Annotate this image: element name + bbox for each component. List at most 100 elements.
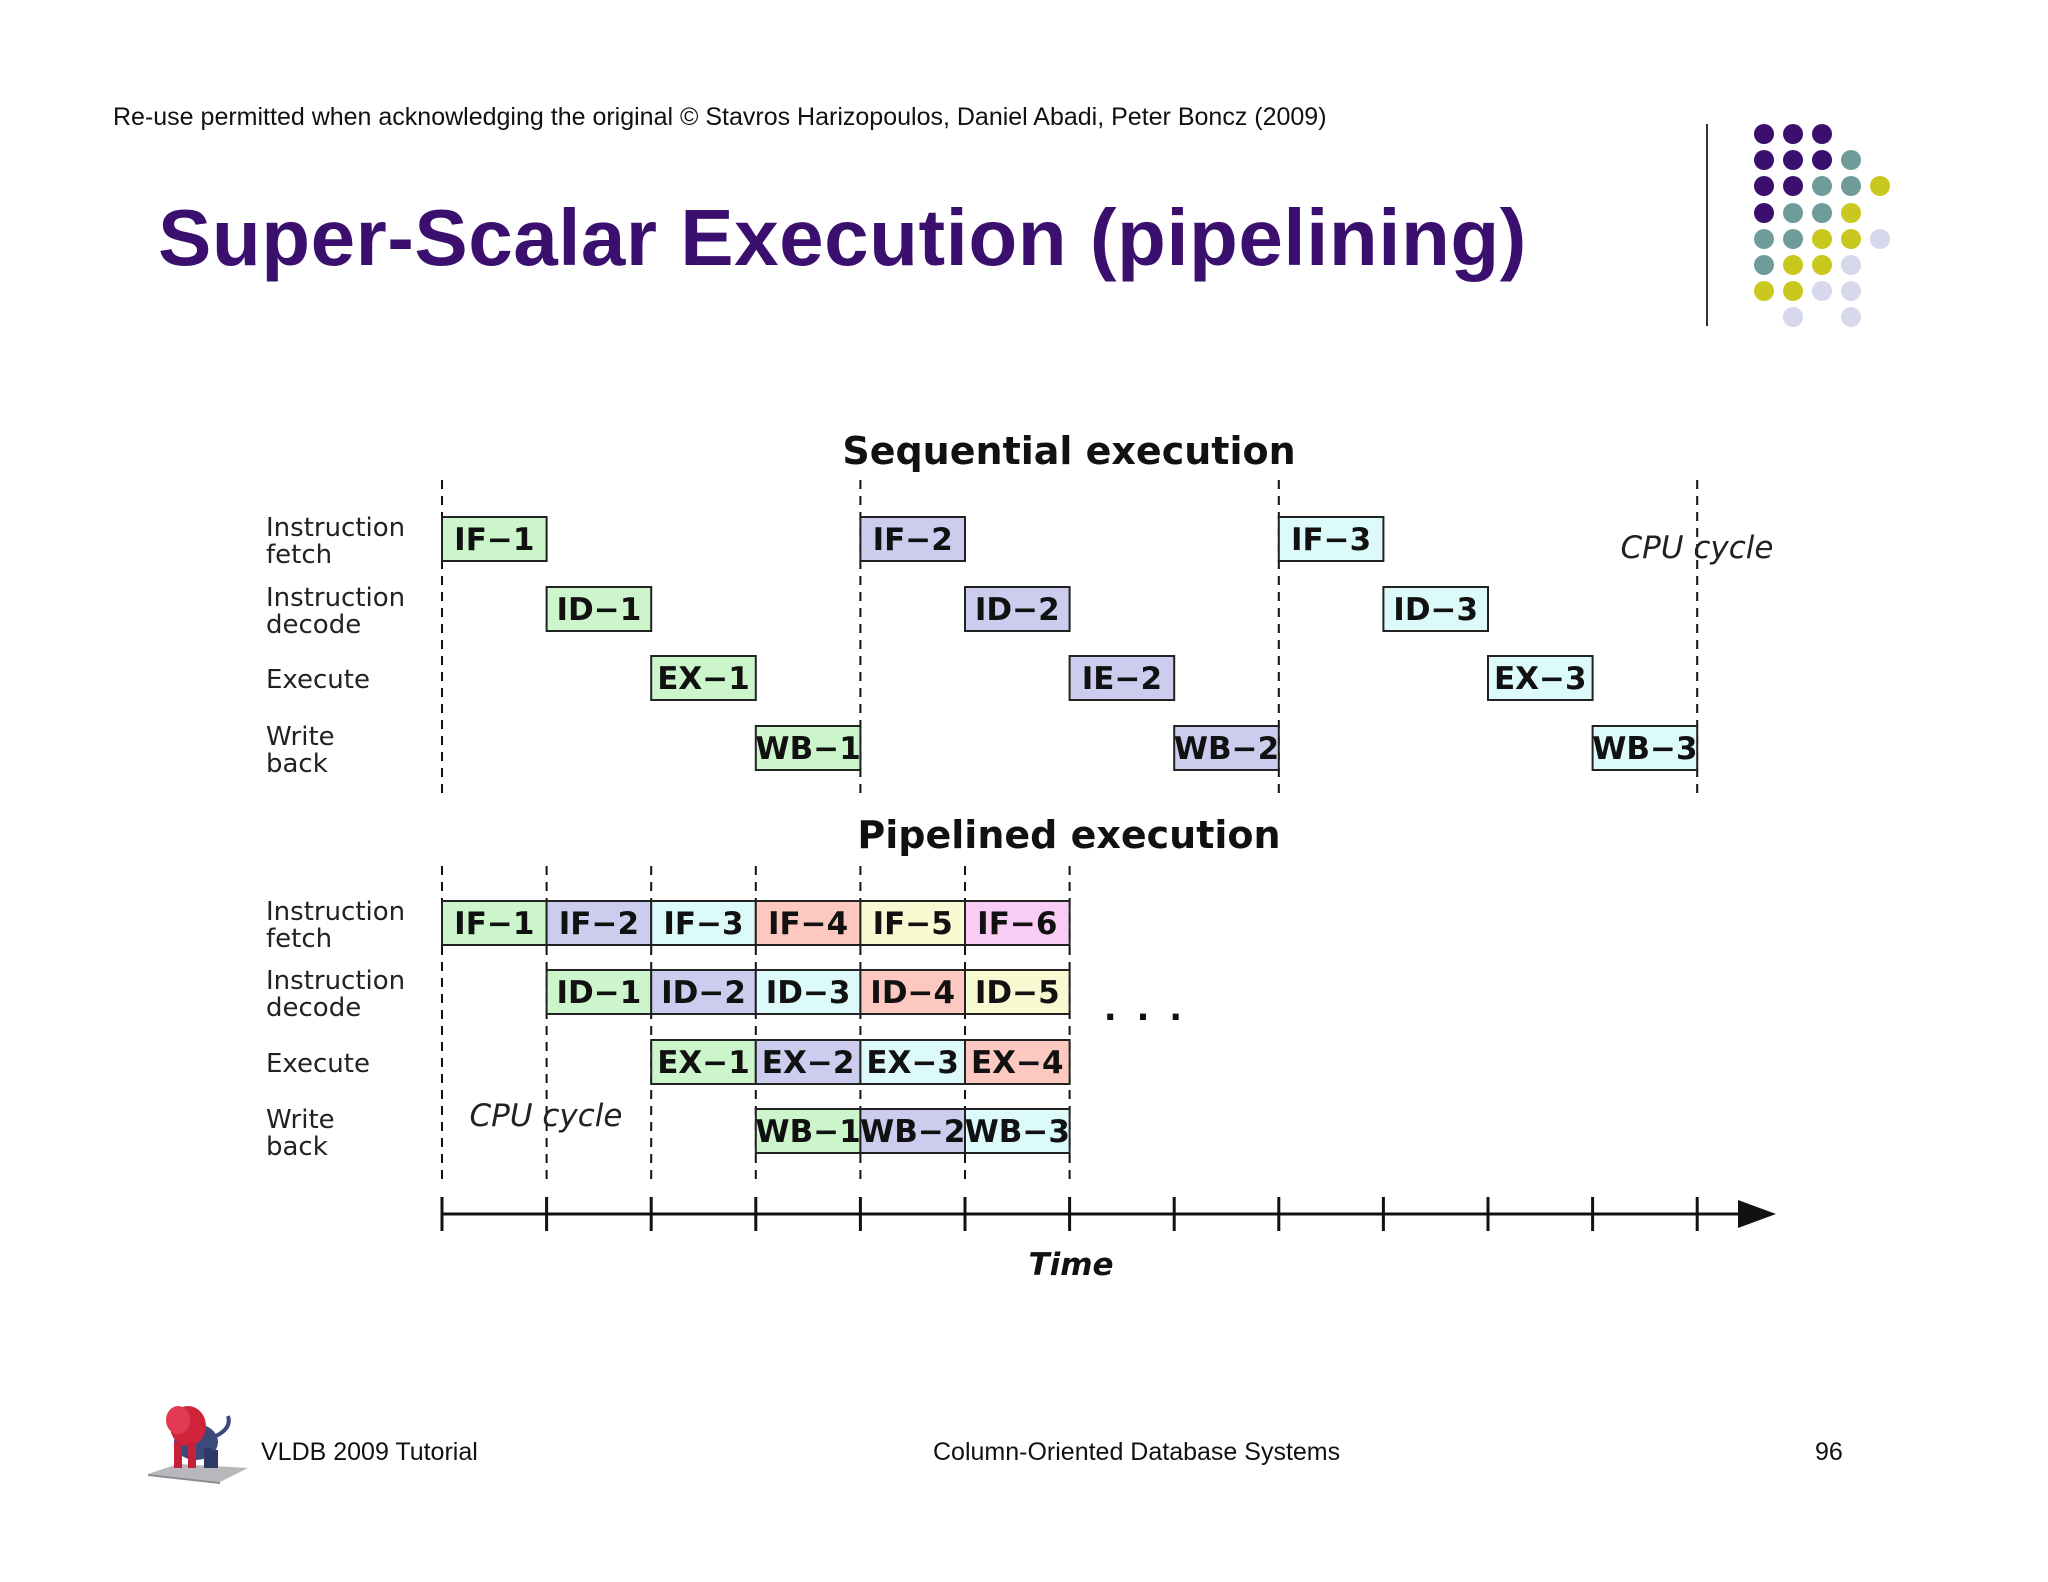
decorative-dot [1754, 176, 1774, 197]
sequential-box-label: EX−3 [1494, 661, 1587, 697]
decorative-dot [1812, 255, 1832, 275]
sequential-box [650, 655, 757, 701]
footer-event: VLDB 2009 Tutorial [261, 1438, 478, 1466]
decorative-dot [1754, 281, 1774, 302]
pipelined-stage-label: Write [266, 1105, 335, 1135]
sequential-stage-label: Write [266, 722, 335, 752]
pipelined-box-label: WB−2 [860, 1114, 965, 1150]
title-divider [1706, 124, 1708, 326]
decorative-dot [1783, 255, 1803, 275]
pipelined-box-label: EX−2 [762, 1045, 855, 1081]
sequential-box [964, 586, 1071, 632]
pipelined-box-label: IF−6 [977, 906, 1057, 942]
pipelined-cpu-cycle-label: CPU cycle [469, 1098, 622, 1134]
decorative-dot [1841, 281, 1861, 302]
decorative-dot [1841, 202, 1861, 223]
sequential-box [1487, 655, 1594, 701]
footer-course-title: Column-Oriented Database Systems [933, 1438, 1341, 1466]
pipelined-box-label: ID−1 [556, 975, 641, 1011]
pipelined-box-label: ID−5 [975, 975, 1060, 1011]
pipelined-stage-label: Instruction [266, 897, 405, 927]
pipelined-box-label: EX−3 [866, 1045, 959, 1081]
decorative-dot [1870, 176, 1890, 197]
decorative-dot [1783, 176, 1803, 197]
pipelined-box [545, 969, 653, 1015]
sequential-box [754, 725, 862, 771]
decorative-dot [1841, 307, 1861, 328]
pipelined-box [754, 969, 862, 1015]
time-axis-arrowhead [1738, 1200, 1776, 1228]
time-axis-label: Time [1028, 1247, 1113, 1283]
pipelined-box-label: ID−4 [870, 975, 955, 1011]
sequential-stage-label: Instruction [266, 583, 405, 613]
sequential-box-label: IE−2 [1082, 661, 1162, 697]
pipelined-box-label: WB−3 [965, 1114, 1070, 1150]
decorative-dot [1812, 124, 1832, 144]
sequential-stage-label: back [266, 749, 328, 779]
pipelined-ellipsis: . . . [1104, 989, 1186, 1029]
decorative-dot [1754, 228, 1774, 249]
decorative-dot [1841, 176, 1861, 197]
decorative-dot [1754, 202, 1774, 223]
pipelined-box [650, 969, 757, 1015]
pipelined-stage-label: decode [266, 993, 361, 1023]
sequential-box-label: WB−3 [1592, 731, 1697, 767]
pipelined-box [964, 969, 1071, 1015]
sequential-box [1068, 655, 1176, 701]
sequential-stage-label: fetch [266, 540, 332, 570]
pipelined-box-label: EX−1 [657, 1045, 750, 1081]
pipelined-box [545, 900, 653, 946]
decorative-dot [1841, 150, 1861, 171]
decorative-dot [1754, 255, 1774, 275]
pipelined-stage-label: Execute [266, 1049, 370, 1079]
decorative-dot [1783, 307, 1803, 328]
pipelined-box-label: IF−3 [663, 906, 743, 942]
pipelined-box [964, 1039, 1071, 1085]
sequential-stage-label: decode [266, 610, 361, 640]
copyright-notice: Re-use permitted when acknowledging the … [113, 103, 1327, 131]
decorative-dot [1783, 124, 1803, 144]
decorative-dot [1812, 202, 1832, 223]
pipelined-box-label: IF−4 [768, 906, 848, 942]
pipelined-box [441, 900, 548, 946]
sequential-box-label: IF−1 [454, 522, 534, 558]
decorative-dot [1870, 228, 1890, 249]
decorative-dot [1783, 228, 1803, 249]
slide-title: Super-Scalar Execution (pipelining) [158, 193, 1527, 282]
pipelined-box [964, 1108, 1071, 1154]
sequential-box [1173, 725, 1280, 771]
pipelined-box-label: ID−2 [661, 975, 746, 1011]
sequential-box [1277, 516, 1385, 562]
pipelined-stage-label: back [266, 1132, 328, 1162]
page-number: 96 [1815, 1438, 1843, 1466]
sequential-box-label: IF−3 [1291, 522, 1371, 558]
pipelined-title: Pipelined execution [857, 813, 1280, 857]
pipelined-box-label: IF−1 [454, 906, 534, 942]
pipelined-box [859, 1039, 967, 1085]
decorative-dot [1841, 255, 1861, 275]
sequential-title: Sequential execution [842, 429, 1295, 473]
sequential-box [1382, 586, 1490, 632]
sequential-box-label: WB−2 [1174, 731, 1279, 767]
sequential-box-label: IF−2 [873, 522, 953, 558]
sequential-box-label: ID−1 [556, 592, 641, 628]
sequential-box [1591, 725, 1699, 771]
decorative-dot [1754, 124, 1774, 144]
decorative-dot [1812, 228, 1832, 249]
pipelined-stage-label: Instruction [266, 966, 405, 996]
sequential-box-label: WB−1 [755, 731, 860, 767]
sequential-box-label: ID−2 [975, 592, 1060, 628]
decorative-dot [1783, 202, 1803, 223]
pipelined-box [964, 900, 1071, 946]
pipelined-box [859, 900, 967, 946]
pipelined-box-label: ID−3 [766, 975, 851, 1011]
sequential-stage-label: Execute [266, 665, 370, 695]
sequential-box-label: EX−1 [657, 661, 750, 697]
pipelined-box-label: IF−5 [873, 906, 953, 942]
pipelined-box-label: WB−1 [755, 1114, 860, 1150]
decorative-dot [1754, 150, 1774, 171]
decorative-dot [1812, 281, 1832, 302]
decorative-dot [1783, 281, 1803, 302]
